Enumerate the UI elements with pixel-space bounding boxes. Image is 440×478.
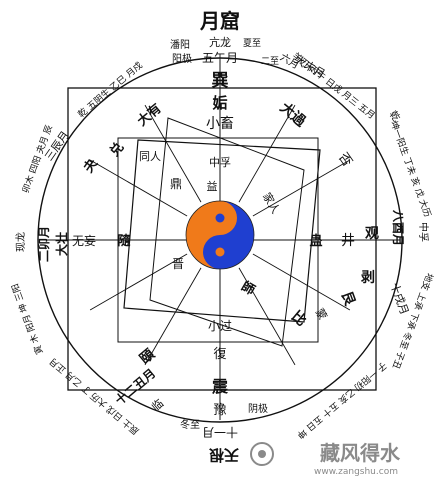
hex-left-0: 隨 bbox=[117, 233, 130, 249]
block-n-4: 夏至 bbox=[243, 38, 261, 49]
block-nw-2: 兑 bbox=[107, 139, 128, 159]
spoke-4 bbox=[89, 159, 188, 217]
watermark-logo-icon bbox=[250, 442, 274, 466]
spoke-2 bbox=[144, 267, 202, 366]
block-s-1: 天根 bbox=[209, 446, 239, 464]
spoke-1 bbox=[238, 267, 296, 366]
inner-rotated-square bbox=[123, 139, 321, 323]
block-sw-1: 临 bbox=[149, 396, 166, 414]
block-s-4: 冬至 bbox=[180, 418, 200, 431]
block-north: 五午月 亢龙 潘阳 阳极 夏至 二至 bbox=[170, 35, 279, 67]
mid-ring-right: 家人 bbox=[260, 190, 283, 216]
ring-text-right-upper: 坤一阳生 丁未 亥 戊 大历 bbox=[388, 119, 434, 218]
lower-center-small: 小过 bbox=[208, 319, 232, 333]
hex-right-1: 井 bbox=[341, 233, 355, 249]
inner-square-2 bbox=[149, 117, 305, 347]
hex-br-inner-0: 比 bbox=[288, 308, 310, 330]
hex-right-0: 蛊 bbox=[309, 233, 322, 249]
upper-left-small: 益 bbox=[207, 179, 218, 193]
block-e-1: 观 bbox=[365, 226, 379, 242]
block-se-0: 十戌月 bbox=[388, 281, 412, 317]
ring-text-bottom-right: 子 一阳初 乙亥 五十 五日 坤 bbox=[295, 359, 390, 441]
spoke-7 bbox=[252, 159, 351, 217]
radial-spokes bbox=[89, 104, 351, 366]
ring-text-top-right: 羊刃 丙午 日戊 月三 五月 bbox=[290, 50, 377, 122]
watermark-url: www.zangshu.com bbox=[314, 467, 398, 477]
block-n-2: 潘阳 bbox=[170, 39, 190, 51]
block-s-3: 阴极 bbox=[248, 402, 268, 415]
hex-top-2: 小畜 bbox=[206, 116, 234, 132]
watermark: 藏风得水 www.zangshu.com bbox=[250, 441, 401, 477]
hex-tl-inner-1: 同人 bbox=[139, 150, 161, 163]
block-northwest: 夬 三辰月 兑 bbox=[42, 129, 127, 176]
spoke-3 bbox=[89, 253, 188, 311]
hex-bottom-2: 豫 bbox=[213, 403, 226, 418]
hex-bottom-1: 復 bbox=[213, 346, 226, 362]
block-nw-1: 夬 bbox=[80, 155, 101, 176]
block-west: 二卯月 大壮 现龙 bbox=[14, 226, 69, 262]
hex-bottom-0: 震 bbox=[211, 377, 229, 396]
block-w-3: 现龙 bbox=[14, 232, 27, 252]
ring-text-left-lower: 寅 木 阳月 坤 三阳 bbox=[9, 282, 46, 356]
block-w-0: 二卯月 bbox=[36, 226, 51, 262]
block-n-3: 阳极 bbox=[172, 52, 192, 65]
mid-ring-left: 鼎 bbox=[170, 177, 182, 191]
ring-text-top-left: 乾 五阴生 乙巳 月戍 bbox=[75, 59, 144, 120]
block-south: 天根 十一月 冬至 阴极 bbox=[180, 402, 268, 464]
outer-square bbox=[67, 87, 377, 391]
outer-ring bbox=[37, 57, 403, 423]
taiji-symbol bbox=[185, 200, 255, 270]
block-se-2: 艮 bbox=[338, 289, 358, 309]
block-southeast: 十戌月 剥 艮 蒙 bbox=[313, 270, 412, 322]
block-n-5: 二至 bbox=[261, 56, 279, 67]
block-n-0: 五午月 bbox=[202, 51, 238, 65]
title: 月窟 bbox=[199, 9, 240, 33]
block-east: 八酉月 观 中孚 bbox=[365, 209, 430, 246]
block-se-1: 剥 bbox=[361, 270, 375, 286]
block-se-3: 蒙 bbox=[313, 306, 330, 322]
mid-ring-bottom: 晋 bbox=[172, 257, 184, 271]
spoke-0 bbox=[252, 253, 351, 311]
spoke-6 bbox=[238, 104, 296, 203]
watermark-brand: 藏风得水 bbox=[320, 441, 401, 465]
hex-top-0: 巽 bbox=[212, 71, 229, 91]
spoke-5 bbox=[144, 104, 202, 203]
block-s-0: 十一月 bbox=[202, 425, 238, 439]
block-n-1: 亢龙 bbox=[209, 35, 231, 49]
block-e-0: 八酉月 bbox=[391, 209, 405, 246]
hex-bl-diag-0: 頤 bbox=[137, 346, 159, 368]
block-e-4: 中孚 bbox=[417, 222, 430, 242]
hex-tl-inner-0: 大有 bbox=[134, 100, 164, 129]
block-w-1: 大壮 bbox=[54, 232, 69, 256]
hex-left-1: 无妄 bbox=[72, 233, 96, 248]
center-label: 中孚 bbox=[209, 156, 231, 169]
hex-tr-diag-0: 大過 bbox=[277, 99, 310, 131]
hex-top-1: 姤 bbox=[211, 94, 227, 112]
